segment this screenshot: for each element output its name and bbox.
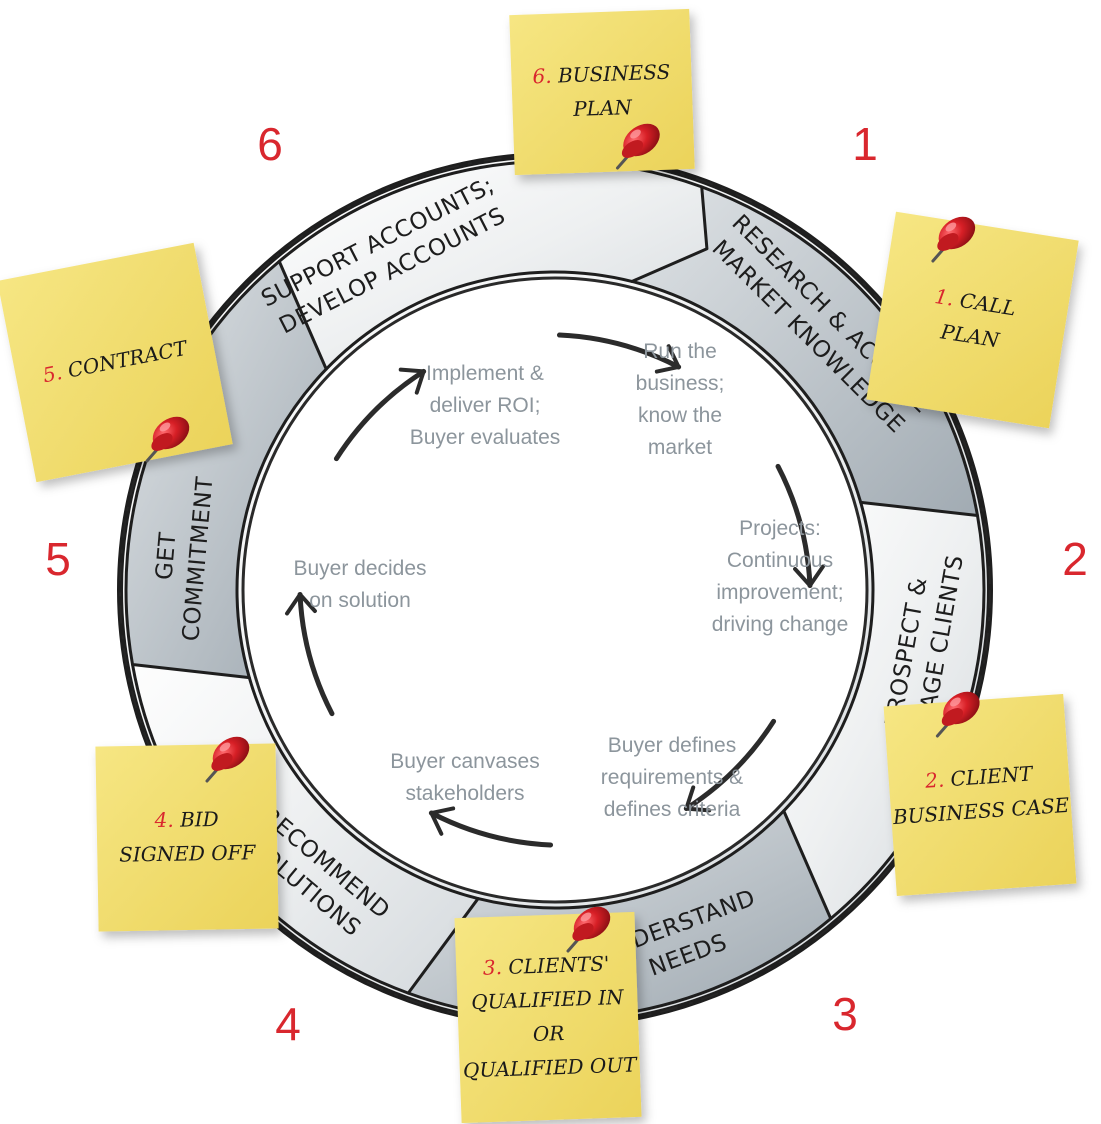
stage-number-4: 4 — [275, 998, 301, 1050]
pushpin-icon — [145, 416, 190, 463]
sticky-note-number: 6. — [532, 64, 558, 89]
sticky-note-text: OR — [532, 1021, 564, 1046]
sticky-note-text: SIGNED OFF — [119, 840, 257, 866]
buyer-cycle-text: Buyer evaluates — [410, 426, 561, 449]
cycle-arrow — [556, 332, 682, 370]
sticky-note-paper — [866, 211, 1079, 429]
sticky-note-paper — [95, 743, 279, 932]
sticky-note-number: 5. — [41, 359, 71, 387]
cycle-arrow — [683, 718, 777, 812]
cycle-arrowhead — [398, 367, 426, 395]
sticky-note-text: QUALIFIED IN — [471, 985, 626, 1014]
sticky-note-4: 4. BID SIGNED OFF — [95, 743, 279, 932]
buyer-cycle-text: business; — [636, 372, 725, 395]
sticky-note-text: 2. CLIENT — [923, 761, 1034, 793]
sticky-note-5: 5. CONTRACT — [0, 242, 233, 483]
sticky-note-line: BUSINESS — [557, 60, 671, 88]
sticky-note-line: SIGNED OFF — [119, 840, 257, 866]
stage-number-1: 1 — [852, 118, 878, 170]
buyer-cycle-text: driving change — [712, 613, 849, 636]
buyer-cycle-text: improvement; — [716, 581, 843, 604]
buyer-cycle-text: market — [648, 436, 712, 459]
sticky-note-line: CLIENTS' — [508, 951, 610, 979]
cycle-arrow — [775, 463, 813, 589]
buyer-cycle-text: Implement & — [426, 362, 544, 385]
sticky-note-number: 3. — [483, 955, 509, 980]
sticky-note-text: PLAN — [572, 95, 634, 121]
buyer-cycle-text: Run the — [643, 340, 717, 363]
buyer-cycle-text: Projects: — [739, 517, 821, 540]
pushpin-icon — [935, 691, 980, 738]
sticky-note-text: 4. BID — [153, 807, 219, 832]
cycle-arrow — [297, 591, 335, 717]
stage-number-5: 5 — [45, 533, 71, 585]
sticky-note-number: 4. — [153, 808, 180, 832]
pushpin-icon — [566, 906, 611, 953]
sticky-note-line: OR — [532, 1021, 564, 1046]
buyer-cycle-text: know the — [638, 404, 722, 427]
sticky-note-number: 2. — [923, 767, 951, 793]
cycle-ring — [117, 152, 993, 1028]
cycle-arrow — [333, 368, 427, 462]
ring-segment — [277, 159, 709, 371]
cycle-arrow — [428, 810, 554, 848]
sticky-note-6: 6. BUSINESS PLAN — [509, 8, 695, 176]
buyer-cycle-text: on solution — [309, 589, 411, 612]
sticky-note-line: CLIENT — [950, 761, 1035, 791]
cycle-arrowhead — [793, 564, 825, 588]
sticky-note-line: PLAN — [572, 95, 634, 121]
buyer-cycle-text: requirements & — [601, 766, 743, 789]
pushpin-icon — [616, 123, 660, 170]
pushpin-icon — [931, 216, 976, 263]
sticky-note-paper — [883, 693, 1077, 897]
stage-number-6: 6 — [257, 118, 283, 170]
buyer-cycle-text: Buyer defines — [608, 734, 736, 757]
sticky-note-paper — [454, 911, 642, 1124]
stage-numbers: 1 2 3 4 5 6 — [45, 118, 1088, 1050]
cycle-arrowhead — [429, 806, 456, 836]
sticky-note-number: 1. — [933, 284, 962, 312]
sticky-note-text: 6. BUSINESS — [532, 60, 671, 89]
buyer-cycle-text: deliver ROI; — [430, 394, 541, 417]
stage-number-2: 2 — [1062, 533, 1088, 585]
inner-cycle-arrows — [285, 332, 825, 848]
buyer-cycle-text: defines criteria — [604, 798, 741, 821]
buyer-cycle-text: stakeholders — [405, 782, 524, 805]
sticky-note-line: QUALIFIED IN — [471, 985, 626, 1014]
buyer-cycle-text: Continuous — [727, 549, 833, 572]
pushpin-icon — [205, 736, 250, 783]
cycle-arrowhead — [684, 785, 712, 813]
cycle-arrowhead — [654, 344, 681, 374]
sticky-note-line: BID — [179, 807, 219, 832]
buyer-cycle-text: Buyer canvases — [390, 750, 539, 773]
cycle-arrowhead — [285, 592, 317, 616]
sticky-note-paper — [509, 8, 695, 176]
stage-number-3: 3 — [832, 988, 858, 1040]
stage-5-label: GET — [151, 531, 181, 581]
sticky-note-text: 3. CLIENTS' — [483, 951, 610, 979]
buyer-cycle-text: Buyer decides — [293, 557, 426, 580]
